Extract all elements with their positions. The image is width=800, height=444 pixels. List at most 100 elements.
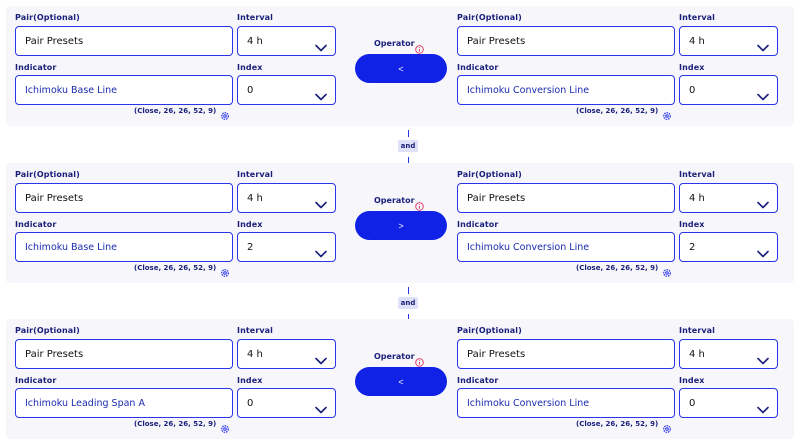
gear-icon[interactable]	[662, 419, 672, 433]
indicator-select[interactable]: Ichimoku Conversion Line	[457, 75, 675, 105]
interval-label: Interval	[237, 170, 274, 179]
indicator-label: Indicator	[457, 63, 499, 72]
pair-label: Pair(Optional)	[457, 170, 522, 179]
indicator-select[interactable]: Ichimoku Conversion Line	[457, 388, 675, 418]
chevron-down-icon	[315, 350, 327, 365]
interval-label: Interval	[679, 170, 716, 179]
pair-value: Pair Presets	[467, 35, 526, 47]
indicator-params: (Close, 26, 26, 52, 9)	[576, 264, 659, 272]
indicator-select[interactable]: Ichimoku Leading Span A	[15, 388, 233, 418]
info-icon[interactable]	[415, 196, 424, 211]
chevron-down-icon	[315, 37, 327, 52]
connector-line	[408, 314, 409, 321]
index-select[interactable]: 0	[237, 75, 336, 105]
index-value: 0	[247, 397, 254, 409]
interval-select[interactable]: 4 h	[237, 339, 336, 369]
chevron-down-icon	[757, 37, 769, 52]
operator-button[interactable]: <	[355, 54, 447, 83]
connector-line	[408, 130, 409, 137]
pair-value: Pair Presets	[25, 348, 84, 360]
gear-icon[interactable]	[220, 263, 230, 277]
index-label: Index	[237, 220, 263, 229]
index-value: 2	[247, 241, 254, 253]
indicator-label: Indicator	[15, 63, 57, 72]
info-icon[interactable]	[415, 352, 424, 367]
pair-label: Pair(Optional)	[457, 326, 522, 335]
interval-value: 4 h	[689, 35, 705, 47]
gear-icon[interactable]	[662, 106, 672, 120]
index-select[interactable]: 0	[679, 75, 778, 105]
chevron-down-icon	[757, 243, 769, 258]
interval-value: 4 h	[689, 348, 705, 360]
chevron-down-icon	[315, 243, 327, 258]
pair-select[interactable]: Pair Presets	[15, 339, 233, 369]
indicator-value: Ichimoku Base Line	[25, 84, 117, 96]
chevron-down-icon	[757, 350, 769, 365]
index-label: Index	[679, 63, 705, 72]
pair-value: Pair Presets	[25, 192, 84, 204]
pair-value: Pair Presets	[25, 35, 84, 47]
connector-line	[408, 157, 409, 164]
interval-value: 4 h	[689, 192, 705, 204]
indicator-value: Ichimoku Conversion Line	[467, 241, 590, 253]
chevron-down-icon	[315, 86, 327, 101]
indicator-value: Ichimoku Conversion Line	[467, 84, 590, 96]
gear-icon[interactable]	[662, 263, 672, 277]
indicator-label: Indicator	[15, 376, 57, 385]
interval-select[interactable]: 4 h	[237, 26, 336, 56]
and-tag[interactable]: and	[398, 297, 418, 309]
interval-label: Interval	[679, 13, 716, 22]
index-value: 0	[689, 397, 696, 409]
indicator-select[interactable]: Ichimoku Base Line	[15, 232, 233, 262]
gear-icon[interactable]	[220, 106, 230, 120]
index-select[interactable]: 2	[237, 232, 336, 262]
gear-icon[interactable]	[220, 419, 230, 433]
indicator-label: Indicator	[457, 220, 499, 229]
index-value: 0	[689, 84, 696, 96]
index-label: Index	[237, 63, 263, 72]
index-label: Index	[237, 376, 263, 385]
index-value: 2	[689, 241, 696, 253]
pair-label: Pair(Optional)	[15, 170, 80, 179]
operator-label: Operator	[374, 352, 415, 361]
operator-button[interactable]: <	[355, 367, 447, 396]
indicator-label: Indicator	[15, 220, 57, 229]
chevron-down-icon	[315, 194, 327, 209]
operator-button[interactable]: >	[355, 211, 447, 240]
pair-select[interactable]: Pair Presets	[15, 183, 233, 213]
chevron-down-icon	[757, 86, 769, 101]
interval-select[interactable]: 4 h	[679, 339, 778, 369]
indicator-select[interactable]: Ichimoku Conversion Line	[457, 232, 675, 262]
interval-value: 4 h	[247, 35, 263, 47]
chevron-down-icon	[757, 194, 769, 209]
index-select[interactable]: 0	[679, 388, 778, 418]
pair-select[interactable]: Pair Presets	[457, 339, 675, 369]
index-select[interactable]: 0	[237, 388, 336, 418]
pair-label: Pair(Optional)	[15, 326, 80, 335]
interval-select[interactable]: 4 h	[679, 183, 778, 213]
pair-value: Pair Presets	[467, 192, 526, 204]
interval-select[interactable]: 4 h	[679, 26, 778, 56]
index-value: 0	[247, 84, 254, 96]
and-connector: and	[393, 130, 423, 164]
and-tag[interactable]: and	[398, 140, 418, 152]
indicator-value: Ichimoku Conversion Line	[467, 397, 590, 409]
interval-select[interactable]: 4 h	[237, 183, 336, 213]
interval-label: Interval	[679, 326, 716, 335]
pair-select[interactable]: Pair Presets	[457, 26, 675, 56]
indicator-label: Indicator	[457, 376, 499, 385]
indicator-select[interactable]: Ichimoku Base Line	[15, 75, 233, 105]
info-icon[interactable]	[415, 39, 424, 54]
index-select[interactable]: 2	[679, 232, 778, 262]
pair-select[interactable]: Pair Presets	[457, 183, 675, 213]
indicator-params: (Close, 26, 26, 52, 9)	[134, 264, 217, 272]
pair-select[interactable]: Pair Presets	[15, 26, 233, 56]
